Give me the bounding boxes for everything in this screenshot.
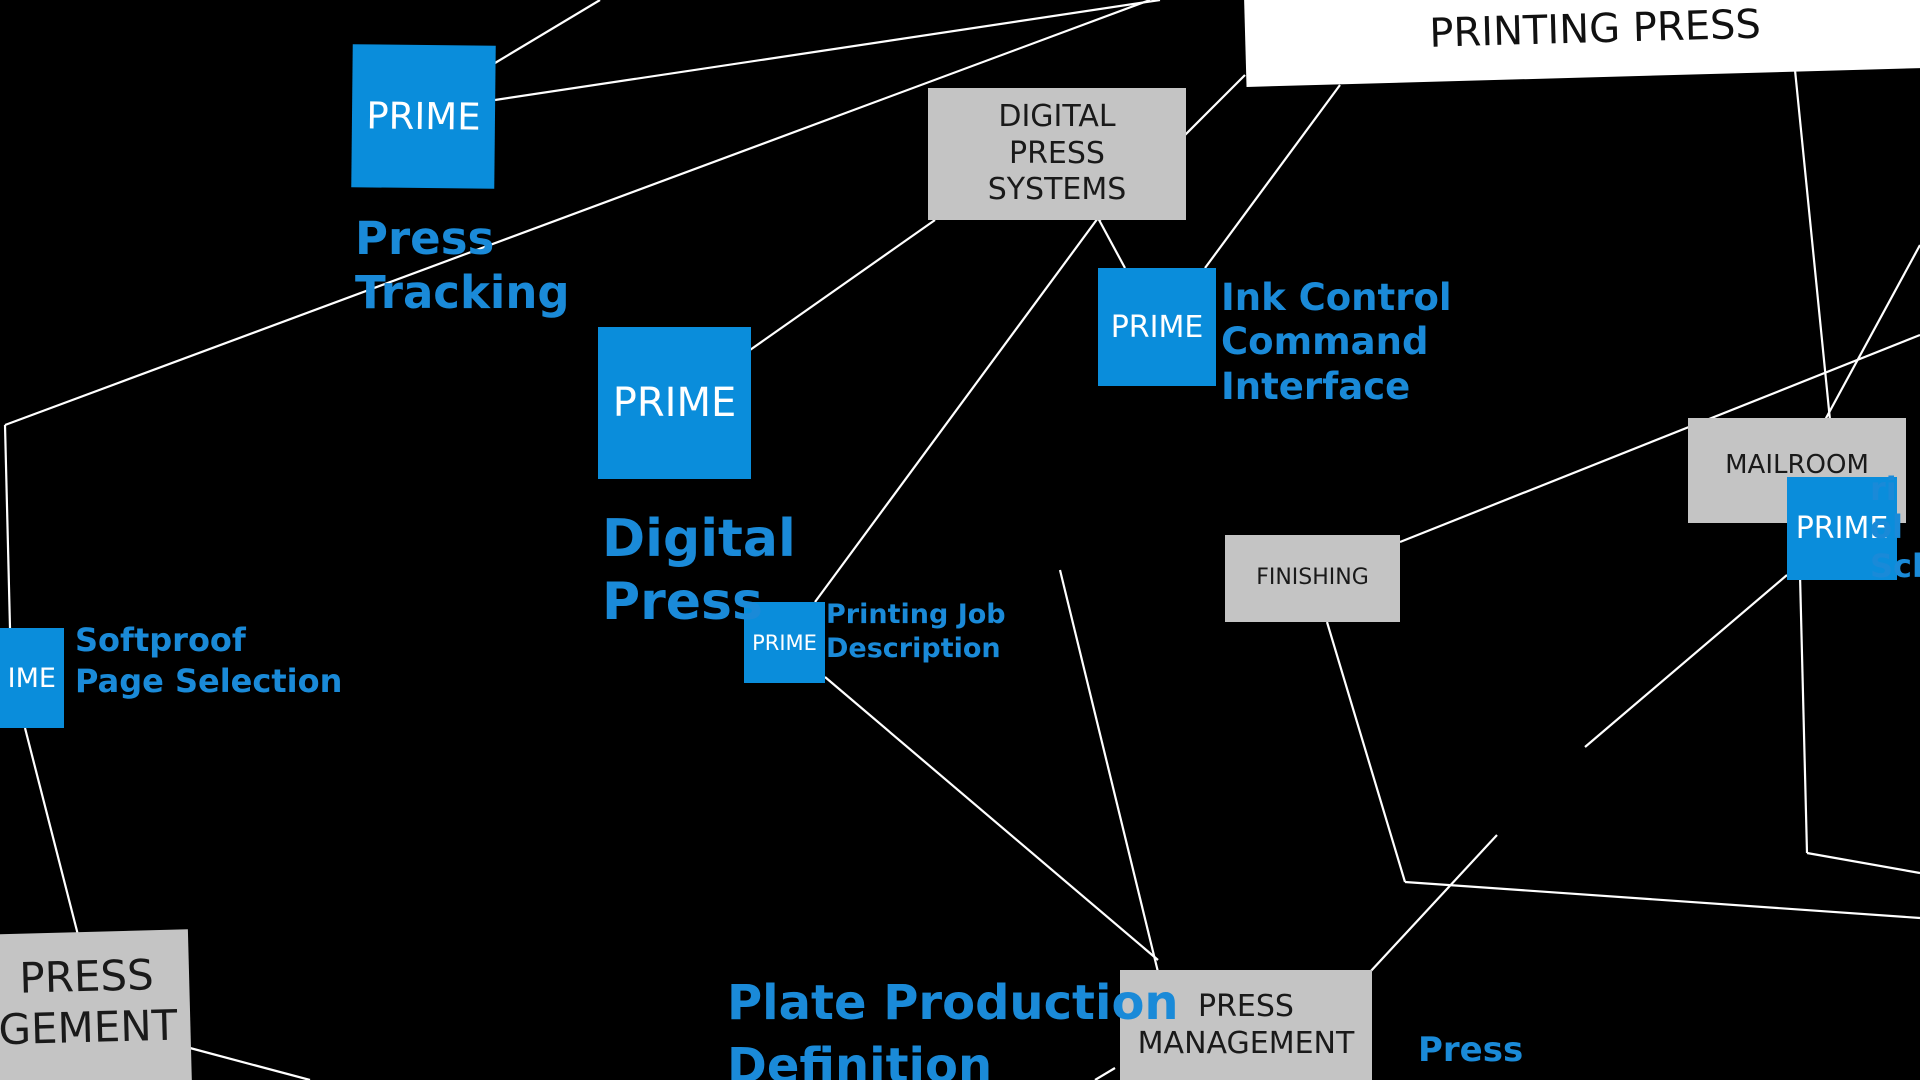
press-label: Press <box>1418 1030 1524 1070</box>
plate-production-definition-label: Plate Production Definition <box>727 975 1179 1080</box>
digital-press-systems-text: DIGITAL PRESS SYSTEMS <box>987 99 1127 208</box>
connector-line <box>749 219 936 351</box>
prime-badge-ink-control[interactable]: PRIME <box>1098 268 1216 386</box>
press-management-left-box[interactable]: PRESS GEMENT <box>0 929 193 1080</box>
connector-line <box>1094 1067 1116 1080</box>
connector-line <box>1824 244 1920 421</box>
connector-line <box>1793 69 1832 421</box>
digital-press-systems-box[interactable]: DIGITAL PRESS SYSTEMS <box>928 88 1186 220</box>
connector-line <box>494 0 601 64</box>
prime-badge-mailroom[interactable]: PRIME <box>1787 477 1897 580</box>
connector-line <box>814 217 1099 603</box>
prime-badge-softproof[interactable]: IME <box>0 628 64 728</box>
press-management-text: PRESS MANAGEMENT <box>1137 988 1355 1061</box>
connector-line <box>4 0 1151 427</box>
mailroom-side-label: ri ol Sch <box>1870 470 1920 585</box>
connector-line <box>1058 569 1160 973</box>
connector-line <box>824 676 1159 961</box>
printing-press-header-text: PRINTING PRESS <box>1428 1 1762 57</box>
prime-badge-text: PRIME <box>366 94 481 139</box>
ink-control-command-interface-label: Ink Control Command Interface <box>1221 276 1452 408</box>
connector-line <box>3 424 12 629</box>
mailroom-text: MAILROOM <box>1725 449 1869 480</box>
connector-line <box>1204 84 1341 269</box>
prime-badge-text: PRIME <box>612 380 737 426</box>
connector-line <box>23 727 80 936</box>
press-tracking-label: Press Tracking <box>355 212 570 319</box>
connector-line <box>1798 574 1809 854</box>
connector-line <box>1325 621 1407 883</box>
prime-badge-text: IME <box>7 662 56 694</box>
connector-line <box>1404 880 1920 920</box>
finishing-text: FINISHING <box>1256 565 1369 591</box>
connector-line <box>1369 834 1498 973</box>
connector-line <box>1584 574 1788 748</box>
printing-job-description-label: Printing Job Description <box>826 599 1006 665</box>
prime-badge-printing-job[interactable]: PRIME <box>744 602 825 683</box>
prime-badge-text: PRIME <box>1795 511 1889 546</box>
prime-badge-press-tracking[interactable]: PRIME <box>351 44 496 189</box>
connector-line <box>1097 217 1126 269</box>
connector-line <box>1806 851 1920 875</box>
press-management-left-text: PRESS GEMENT <box>0 949 178 1055</box>
finishing-box[interactable]: FINISHING <box>1225 535 1400 622</box>
connector-line <box>189 1046 311 1080</box>
prime-badge-text: PRIME <box>752 630 817 655</box>
connector-line <box>1399 333 1920 544</box>
prime-badge-text: PRIME <box>1110 309 1204 345</box>
connector-line <box>494 0 1161 102</box>
press-management-box[interactable]: PRESS MANAGEMENT <box>1120 970 1372 1080</box>
digital-press-label: Digital Press <box>602 509 796 633</box>
softproof-page-selection-label: Softproof Page Selection <box>75 621 343 700</box>
prime-badge-digital-press[interactable]: PRIME <box>598 327 751 479</box>
